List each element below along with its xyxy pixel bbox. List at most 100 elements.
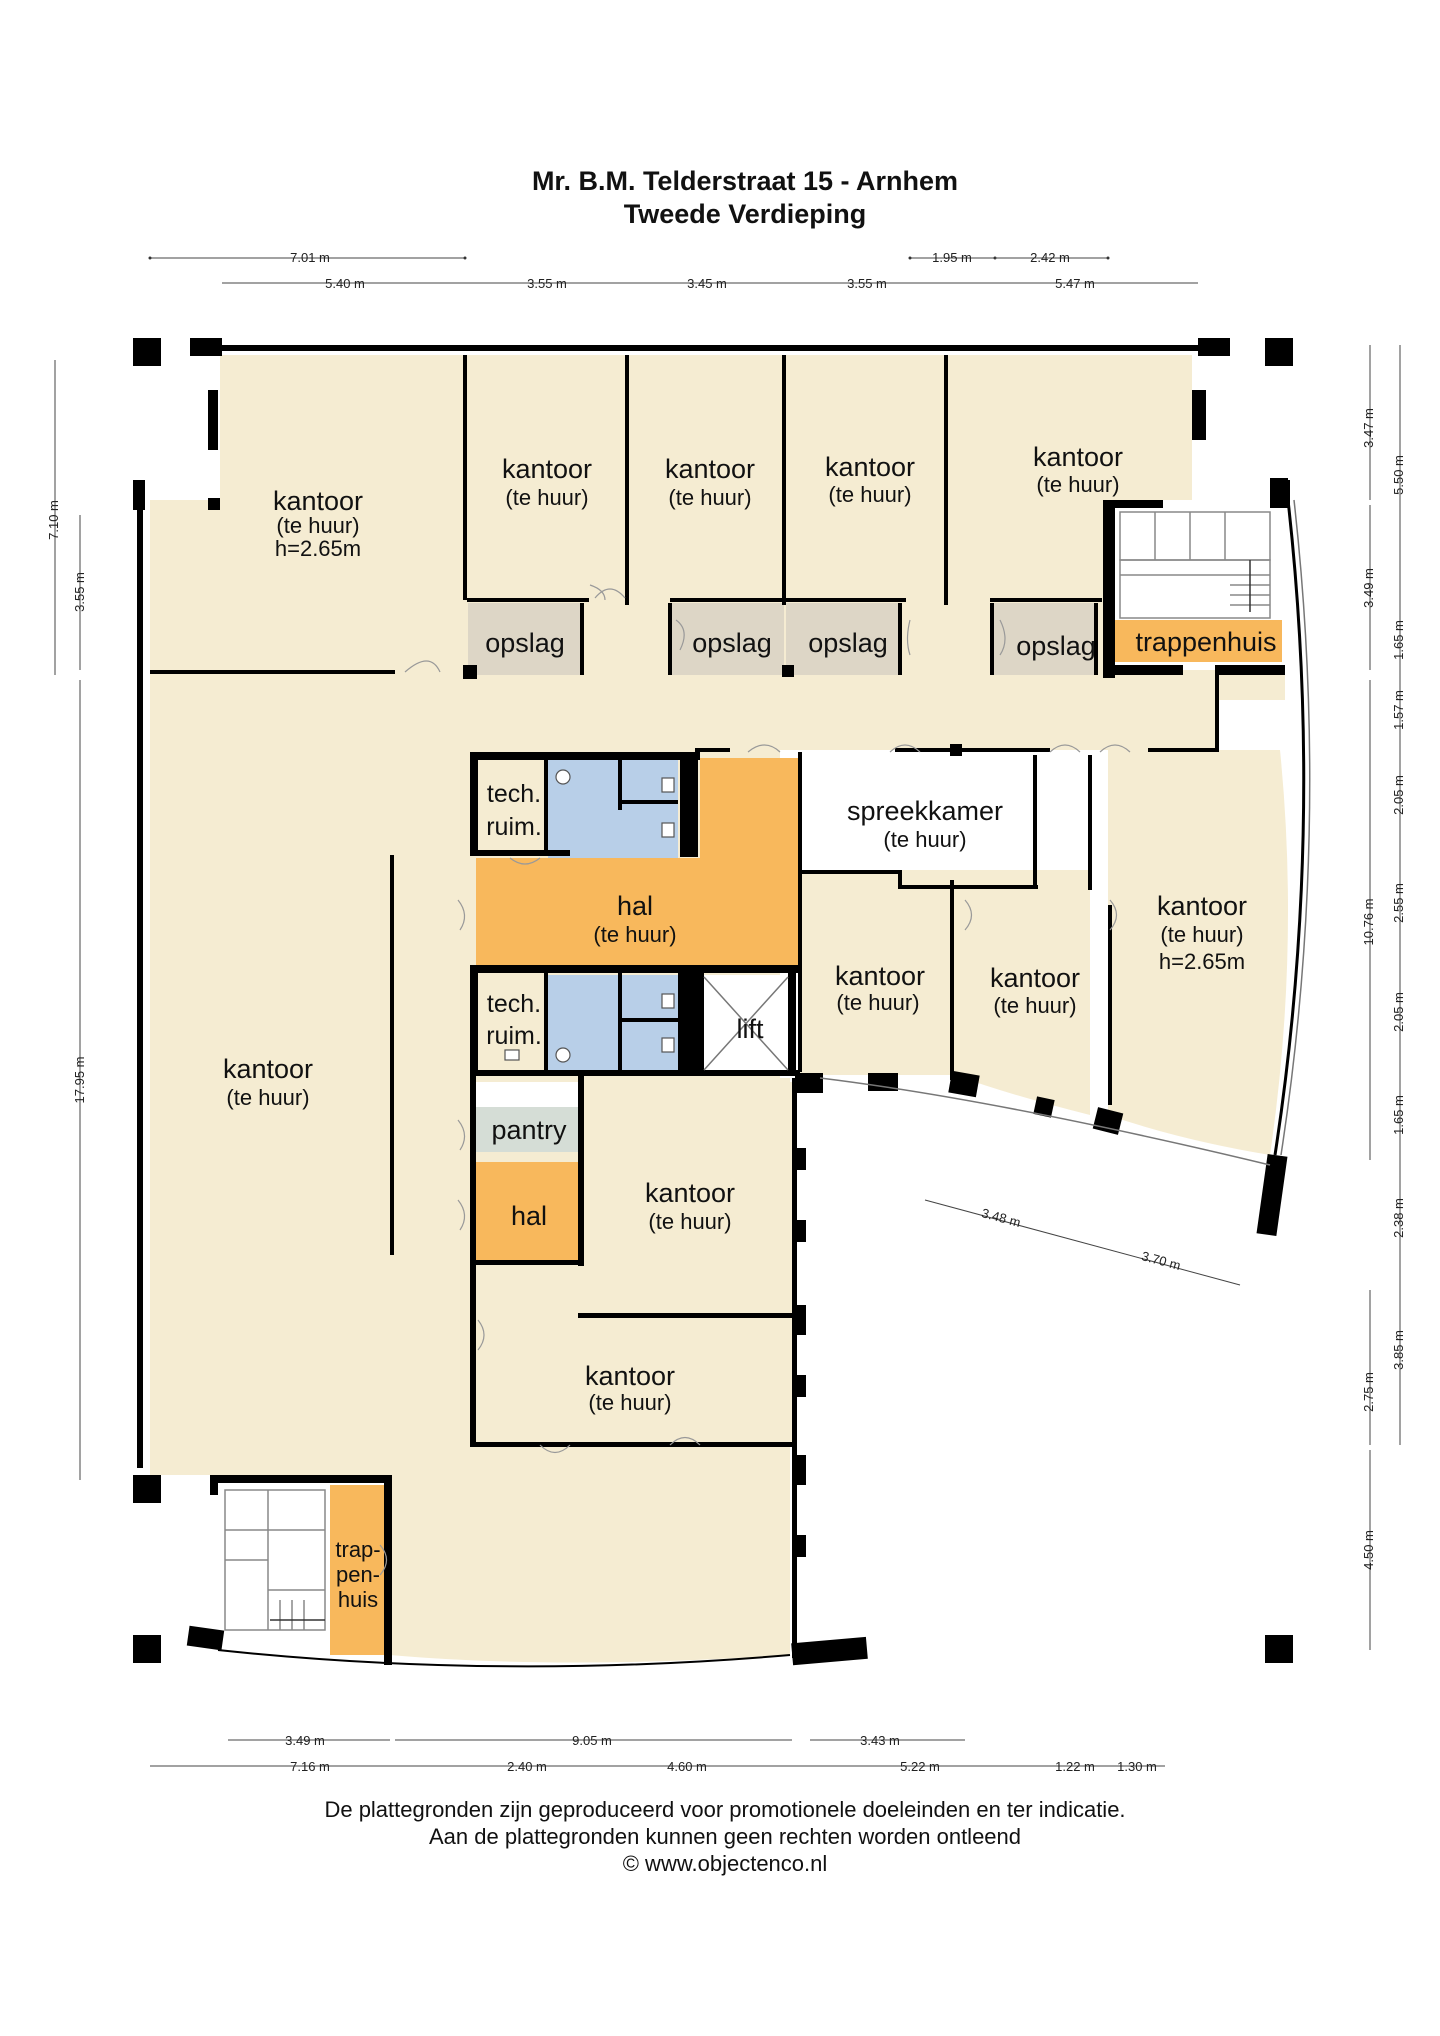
dim-top2-0: 5.40 m	[325, 276, 365, 291]
dim-bottom2-5: 1.30 m	[1117, 1759, 1157, 1774]
label-tech-1-l2: ruim.	[486, 813, 542, 841]
label-kantoor-m1-sub: (te huur)	[836, 990, 919, 1015]
dim-diag-0: 3.48 m	[980, 1205, 1022, 1230]
opslag-2-fill	[672, 603, 784, 675]
label-kantoor-w-sub: (te huur)	[226, 1085, 309, 1110]
dim-top2-4: 5.47 m	[1055, 276, 1095, 291]
label-kantoor-m2-sub: (te huur)	[993, 993, 1076, 1018]
hal-small-fill	[476, 1162, 582, 1262]
kantoor-s1-fill	[584, 1082, 795, 1318]
label-kantoor-nw-height: h=2.65m	[275, 536, 361, 561]
label-kantoor-e-sub: (te huur)	[1160, 922, 1243, 947]
dim-bottom2-3: 5.22 m	[900, 1759, 940, 1774]
label-opslag-2: opslag	[692, 628, 772, 658]
trappenhuis-sw-fill	[330, 1485, 386, 1655]
dim-right2-4: 2.55 m	[1391, 883, 1406, 923]
dim-right1-1: 3.49 m	[1361, 568, 1376, 608]
dim-bottom2-2: 4.60 m	[667, 1759, 707, 1774]
plan-floor: Tweede Verdieping	[624, 199, 867, 229]
dim-top1-2: 2.42 m	[1030, 250, 1070, 265]
label-kantoor-s1: kantoor	[645, 1178, 735, 1208]
opslag-3-fill	[786, 603, 898, 675]
stair-ne-fill	[1108, 505, 1278, 620]
label-kantoor-t2: kantoor	[665, 454, 755, 484]
dim-bottom1-0: 3.49 m	[285, 1733, 325, 1748]
label-kantoor-nw: kantoor	[273, 486, 363, 516]
kantoor-s2-fill	[476, 1268, 795, 1445]
dim-right1-2: 10.76 m	[1361, 899, 1376, 946]
hal-main-fill	[476, 758, 798, 968]
trappenhuis-ne-fill	[1112, 620, 1282, 662]
dim-right2-5: 2.05 m	[1391, 992, 1406, 1032]
opslag-4-fill	[994, 603, 1094, 675]
disclaimer-line2: Aan de plattegronden kunnen geen rechten…	[429, 1824, 1021, 1849]
dim-top2-1: 3.55 m	[527, 276, 567, 291]
toilets	[504, 769, 675, 1063]
label-hal-small: hal	[511, 1201, 547, 1231]
dim-bottom2-4: 1.22 m	[1055, 1759, 1095, 1774]
label-pantry: pantry	[491, 1115, 567, 1145]
lift-shaft	[703, 976, 789, 1071]
dim-right2-0: 5.50 m	[1391, 455, 1406, 495]
label-kantoor-nw-sub: (te huur)	[276, 513, 359, 538]
label-lift: lift	[737, 1014, 764, 1044]
label-kantoor-m1: kantoor	[835, 961, 925, 991]
dim-top2-2: 3.45 m	[687, 276, 727, 291]
label-kantoor-w: kantoor	[223, 1054, 313, 1084]
label-kantoor-t4: kantoor	[1033, 442, 1123, 472]
label-trappenhuis-sw-l1: trap-	[335, 1537, 380, 1562]
label-kantoor-t1-sub: (te huur)	[505, 485, 588, 510]
dim-left-0: 7.10 m	[46, 500, 61, 540]
label-kantoor-s2: kantoor	[585, 1361, 675, 1391]
dim-top1-1: 1.95 m	[932, 250, 972, 265]
dim-right2-6: 1.65 m	[1391, 1095, 1406, 1135]
dim-right1-4: 4.50 m	[1361, 1530, 1376, 1570]
pantry-fill	[476, 1107, 582, 1152]
dim-right2-7: 2.38 m	[1391, 1198, 1406, 1238]
dim-left-2: 17.95 m	[72, 1057, 87, 1104]
dim-top2-3: 3.55 m	[847, 276, 887, 291]
label-opslag-4: opslag	[1016, 631, 1096, 661]
pantry-counter	[476, 1082, 582, 1107]
label-kantoor-e: kantoor	[1157, 891, 1247, 921]
dim-right1-0: 3.47 m	[1361, 408, 1376, 448]
label-hal-main-sub: (te huur)	[593, 922, 676, 947]
label-tech-1-l1: tech.	[487, 780, 541, 808]
dim-bottom2-0: 7.16 m	[290, 1759, 330, 1774]
dim-left-1: 3.55 m	[72, 572, 87, 612]
dimension-lines	[54, 256, 1401, 1767]
label-kantoor-t3-sub: (te huur)	[828, 482, 911, 507]
dim-right2-3: 2.05 m	[1391, 775, 1406, 815]
plan-address: Mr. B.M. Telderstraat 15 - Arnhem	[532, 166, 958, 196]
stair-ne-steps	[1119, 511, 1271, 619]
dim-right2-8: 3.85 m	[1391, 1330, 1406, 1370]
label-opslag-3: opslag	[808, 628, 888, 658]
label-kantoor-t3: kantoor	[825, 452, 915, 482]
label-trappenhuis-ne: trappenhuis	[1135, 627, 1276, 657]
dim-right2-2: 1.57 m	[1391, 690, 1406, 730]
dim-bottom1-2: 3.43 m	[860, 1733, 900, 1748]
label-spreekkamer: spreekkamer	[847, 796, 1003, 826]
label-hal-main: hal	[617, 891, 653, 921]
label-kantoor-s2-sub: (te huur)	[588, 1390, 671, 1415]
label-kantoor-s1-sub: (te huur)	[648, 1209, 731, 1234]
label-kantoor-m2: kantoor	[990, 963, 1080, 993]
label-trappenhuis-sw-l3: huis	[338, 1587, 378, 1612]
dim-top1-0: 7.01 m	[290, 250, 330, 265]
label-kantoor-e-height: h=2.65m	[1159, 949, 1245, 974]
walls	[133, 338, 1311, 1668]
dim-right1-3: 2.75 m	[1361, 1372, 1376, 1412]
stair-sw-steps	[224, 1489, 326, 1631]
label-kantoor-t2-sub: (te huur)	[668, 485, 751, 510]
tech-1-fill	[476, 758, 556, 858]
label-tech-2-l1: tech.	[487, 990, 541, 1018]
label-kantoor-t1: kantoor	[502, 454, 592, 484]
label-tech-2-l2: ruim.	[486, 1022, 542, 1050]
copyright-line: © www.objectenco.nl	[623, 1851, 828, 1876]
door-swings	[379, 584, 1131, 1576]
disclaimer-line1: De plattegronden zijn geproduceerd voor …	[324, 1797, 1125, 1822]
label-spreekkamer-sub: (te huur)	[883, 827, 966, 852]
dim-bottom2-1: 2.40 m	[507, 1759, 547, 1774]
label-kantoor-t4-sub: (te huur)	[1036, 472, 1119, 497]
